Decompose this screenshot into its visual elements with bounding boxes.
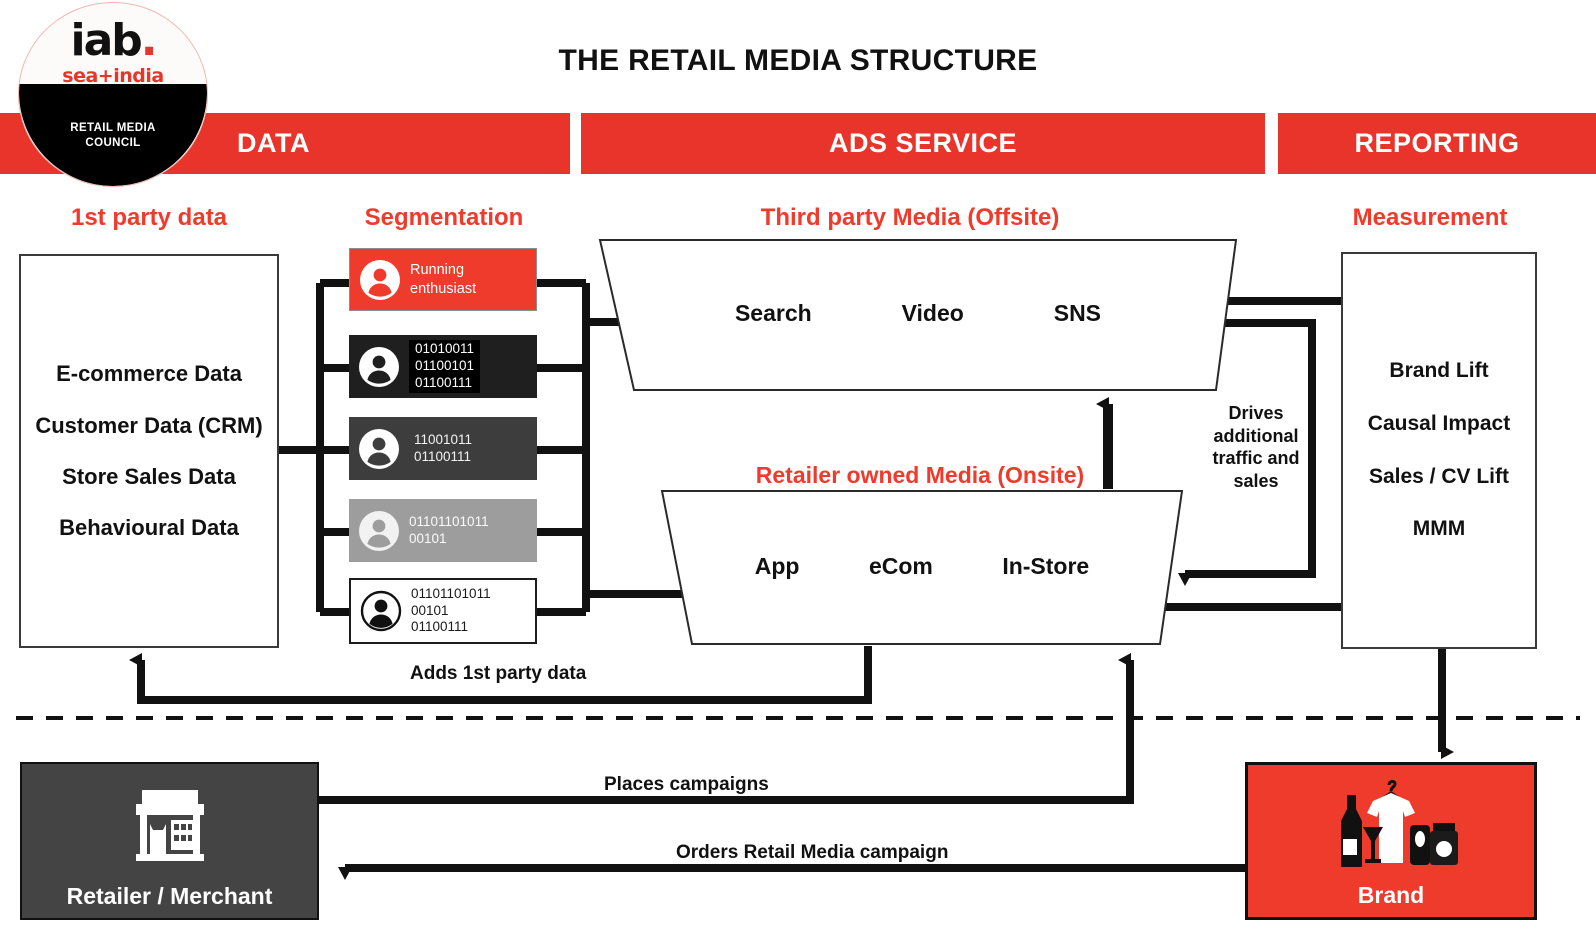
products-icon [1311, 773, 1471, 884]
segment-card-binary-1[interactable]: 01010011 01100101 01100111 [349, 335, 537, 398]
third-party-media-shape: Search Video SNS [598, 238, 1238, 392]
retailer-merchant-block: Retailer / Merchant [20, 762, 319, 920]
first-party-item: Customer Data (CRM) [35, 412, 263, 438]
logo-wordmark: iab. [19, 19, 207, 63]
measurement-box: Brand Lift Causal Impact Sales / CV Lift… [1341, 252, 1537, 649]
onsite-channel: In-Store [1002, 553, 1090, 579]
label-drives-traffic: Drives additional traffic and sales [1212, 403, 1300, 492]
iab-logo: iab. sea+india RETAIL MEDIA COUNCIL [18, 2, 208, 187]
wire-adds-first-party [129, 646, 872, 704]
measurement-item: Brand Lift [1389, 358, 1489, 382]
logo-brand-text: iab [70, 15, 143, 66]
segment-card-label: 01101101011 00101 01100111 [411, 585, 491, 635]
offsite-channel: SNS [1053, 300, 1102, 326]
heading-measurement: Measurement [1352, 204, 1508, 231]
logo-council-text: RETAIL MEDIA COUNCIL [19, 121, 207, 152]
page-title: THE RETAIL MEDIA STRUCTURE [558, 44, 1038, 77]
segment-card-binary-3[interactable]: 01101101011 00101 [349, 499, 537, 562]
segment-card-running-enthusiast[interactable]: Running enthusiast [349, 248, 537, 311]
brand-block: Brand [1245, 762, 1537, 920]
wire-places-campaigns [319, 653, 1134, 804]
offsite-channel: Search [734, 300, 812, 326]
label-adds-first-party: Adds 1st party data [410, 663, 587, 684]
offsite-channel: Video [901, 300, 964, 326]
brand-label: Brand [1357, 882, 1425, 908]
first-party-item: E-commerce Data [56, 361, 242, 387]
segment-card-label: 01101101011 00101 [409, 513, 489, 546]
offsite-channel-labels: Search Video SNS [598, 300, 1238, 327]
logo-council-line2: COUNCIL [85, 137, 141, 150]
segment-card-binary-4[interactable]: 01101101011 00101 01100111 [349, 578, 537, 644]
label-places-campaigns: Places campaigns [604, 774, 769, 795]
measurement-item: MMM [1412, 517, 1466, 541]
retailer-label: Retailer / Merchant [66, 883, 273, 909]
person-avatar-icon [358, 346, 400, 388]
first-party-data-box: E-commerce Data Customer Data (CRM) Stor… [19, 254, 279, 648]
person-avatar-icon [358, 428, 400, 470]
person-avatar-icon [359, 259, 401, 301]
banner-reporting: REPORTING [1278, 113, 1596, 174]
retailer-owned-media-shape: App eCom In-Store [660, 489, 1184, 646]
first-party-item: Behavioural Data [59, 515, 239, 541]
wire-firstparty-to-segments [279, 279, 349, 616]
measurement-item: Sales / CV Lift [1368, 464, 1510, 488]
first-party-item: Store Sales Data [62, 464, 236, 489]
logo-subtitle: sea+india [62, 65, 164, 87]
segment-card-label: 11001011 01100111 [414, 431, 473, 464]
label-orders-campaign: Orders Retail Media campaign [676, 842, 949, 863]
logo-council-line1: RETAIL MEDIA [70, 121, 156, 134]
heading-segmentation: Segmentation [364, 204, 524, 231]
wire-drives-traffic [1178, 319, 1316, 586]
onsite-channel-labels: App eCom In-Store [660, 553, 1184, 580]
segment-card-label: Running enthusiast [410, 262, 477, 297]
storefront-icon [124, 778, 216, 875]
heading-retailer-owned-media: Retailer owned Media (Onsite) [755, 462, 1085, 488]
segment-card-label: 01010011 01100101 01100111 [409, 340, 481, 393]
heading-first-party: 1st party data [70, 204, 228, 231]
person-avatar-icon [358, 510, 400, 552]
logo-red-dot: . [140, 15, 158, 66]
person-avatar-icon [360, 590, 402, 632]
onsite-channel: App [754, 553, 800, 579]
heading-third-party-media: Third party Media (Offsite) [760, 204, 1060, 231]
onsite-channel: eCom [868, 553, 933, 579]
measurement-item: Causal Impact [1367, 411, 1511, 435]
segment-card-binary-2[interactable]: 11001011 01100111 [349, 417, 537, 480]
banner-ads-service: ADS SERVICE [581, 113, 1265, 174]
